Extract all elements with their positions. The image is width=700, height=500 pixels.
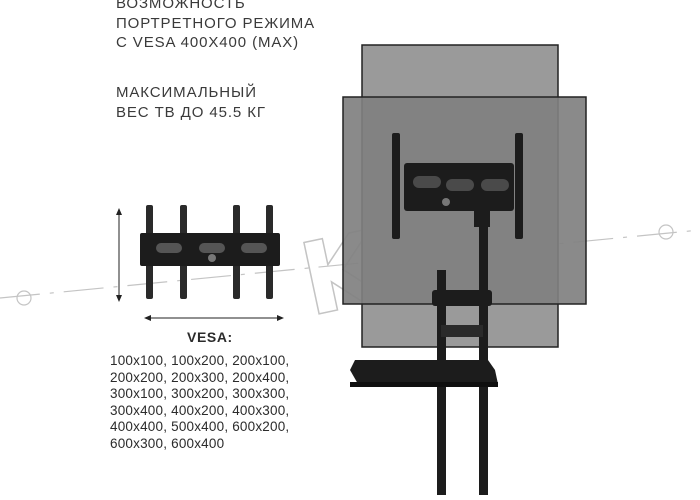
vesa-size: 300x200 (171, 386, 225, 401)
vesa-size: 200x100 (232, 353, 286, 368)
vesa-size: 100x200 (171, 353, 225, 368)
vesa-size: 300x400 (110, 402, 164, 418)
tv-stand (350, 222, 498, 495)
heading-line: вес ТВ до 45.5 кг (116, 103, 266, 121)
vesa-size: 200x200 (110, 369, 164, 385)
vesa-size: 300x300 (232, 386, 286, 401)
max-weight-heading: Максимальный вес ТВ до 45.5 кг (116, 83, 266, 122)
vesa-size: 200x400 (232, 369, 286, 385)
mount-plate-drawing (116, 205, 284, 321)
heading-line: портретного режима (116, 14, 316, 32)
vesa-size: 400x400 (110, 419, 164, 434)
heading-line: Возможность (116, 0, 246, 12)
vesa-size: 400x200 (171, 402, 225, 418)
vesa-size: 200x300 (171, 369, 225, 385)
vesa-size: 300x100 (110, 386, 164, 401)
vesa-size: 600x300 (110, 435, 164, 451)
heading-line: с VESA 400x400 (MAX) (116, 34, 300, 51)
vesa-size: 600x200 (232, 419, 286, 434)
vesa-size: 500x400 (171, 419, 225, 434)
vesa-size: 600x400 (171, 435, 225, 451)
vesa-size: 400x300 (232, 402, 286, 418)
heading-line: Максимальный (116, 84, 257, 101)
tv-mount-bracket (392, 133, 523, 239)
vesa-sizes-list: 100x100, 100x200, 200x100, 200x200, 200x… (110, 353, 290, 451)
vesa-label: VESA: (187, 329, 233, 345)
portrait-mode-heading: Возможность портретного режима с VESA 40… (116, 0, 315, 53)
vesa-size: 100x100 (110, 353, 164, 368)
